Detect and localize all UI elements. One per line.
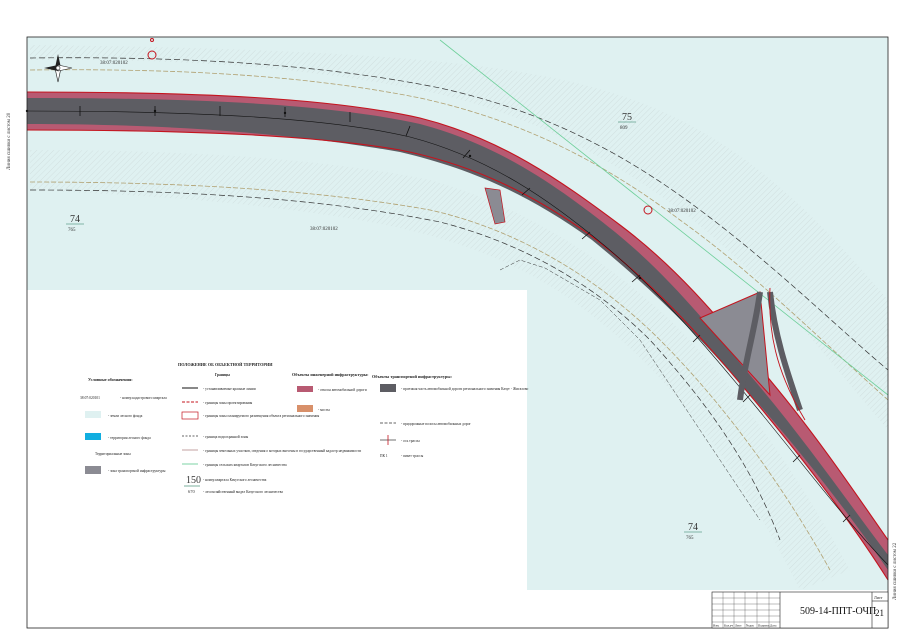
title-block: Изм. Кол.уч Лист №док Подпись Дата 509-1…: [711, 591, 889, 629]
junction-ramp-2: [767, 291, 803, 411]
legend-col3-title: Объекты инженерной инфраструктуры:: [292, 372, 369, 377]
legend-item: - территория лесного фонда: [108, 436, 151, 440]
legend-subhead: Территориальные зоны: [95, 452, 131, 456]
stamp-col-label: Лист: [735, 624, 742, 628]
legend-title: Условные обозначения:: [88, 377, 133, 382]
legend-zone-sample-sub: 670: [188, 489, 196, 494]
zone-boundary-dashed-south: [29, 189, 781, 541]
svg-text:74: 74: [70, 214, 80, 225]
zone-boundary-dashed-north: [29, 57, 889, 371]
junction-island: [699, 291, 771, 397]
zone-label: 75 809: [618, 112, 636, 131]
side-note-right: Линия сшивки с листом 22: [893, 542, 898, 600]
junction-red-edge: [769, 287, 806, 421]
legend-swatch-transport: [85, 466, 101, 474]
legend-item: - зона транспортной инфраструктуры: [108, 469, 166, 473]
stamp-col-label: Дата: [770, 624, 777, 628]
legend-col4-item: - проезжая часть автомобильной дороги ре…: [401, 387, 528, 391]
legend-panel: [27, 290, 527, 590]
legend-cadastral-sample: 38:07:020101: [80, 396, 100, 400]
legend-col4-item: - пикет трассы: [401, 454, 424, 458]
svg-text:765: 765: [686, 536, 694, 541]
red-line-south: [26, 129, 889, 581]
legend-col2-title: ПОЛОЖЕНИЕ ОБ ОБЪЕКТНОЙ ТЕРРИТОРИИ: [178, 362, 273, 367]
legend-col2-item: - устанавливаемые красные линии: [203, 387, 256, 391]
cadastral-parcel-edge: [499, 259, 761, 521]
legend-swatch-forest-fund: [85, 433, 101, 440]
svg-text:74: 74: [688, 522, 698, 533]
legend-col3-item: - мосты: [318, 408, 330, 412]
stamp-col-label: Изм.: [713, 624, 720, 628]
zone-label: 74 765: [66, 214, 84, 233]
road-axis: [26, 110, 889, 566]
legend-col4-item: - ось трассы: [401, 439, 420, 443]
cadastral-label: 38:07:020102: [310, 227, 338, 232]
svg-text:75: 75: [622, 112, 632, 123]
legend-axis-sample: [380, 435, 396, 445]
legend-col2-item: - границы зоны проектирования: [203, 401, 253, 405]
svg-text:809: 809: [620, 126, 628, 131]
red-line-north: [26, 91, 889, 541]
legend-col2-item: - границы зоны планируемого размещения о…: [203, 414, 319, 418]
side-road: [484, 187, 506, 225]
legend-col2-item: - границы земельных участков, сведения о…: [203, 449, 361, 454]
zone-label: 74 765: [684, 522, 702, 541]
stamp-col-label: №док: [746, 624, 754, 628]
legend-col2-item: - границы сельских кварталов Качугского …: [203, 463, 287, 467]
stamp-code: 509-14-ППТ-ОЧП: [800, 606, 876, 617]
forest-quarter-boundary: [439, 39, 889, 396]
cadastral-label: 38:07:020102: [100, 61, 128, 66]
legend-col4-title: Объекты транспортной инфраструктуры:: [372, 374, 453, 379]
legend-col4-item: - придорожные полосы автомобильных дорог: [401, 422, 471, 426]
legend-col2-item: - лесохозяйственный выдел Качугского лес…: [203, 490, 283, 494]
legend-picket-sample: ПК 1: [380, 454, 388, 458]
survey-markers: [147, 38, 653, 215]
cadastral-label: 38:07:020102: [668, 209, 696, 214]
svg-text:765: 765: [68, 228, 76, 233]
junction-ramp-1: [737, 291, 763, 401]
stamp-sheet-number: 21: [875, 608, 884, 618]
tan-contour-south: [29, 181, 831, 571]
stamp-sheet-label: Лист: [874, 595, 883, 600]
legend-zone-sample-num: 150: [186, 475, 201, 486]
stamp-col-label: Кол.уч: [724, 624, 733, 628]
legend-swatch-forest: [85, 411, 101, 418]
legend-slope-sample: [297, 386, 313, 392]
legend-road-sample: [380, 384, 396, 392]
stamp-col-label: Подпись: [758, 624, 770, 628]
legend-bridge-sample: [297, 405, 313, 412]
legend-col2-sub: Границы: [215, 373, 230, 377]
legend-item: - земли лесного фонда: [108, 414, 143, 418]
legend-placement-zone-sample: [181, 411, 199, 420]
north-arrow-icon: [44, 54, 73, 83]
side-note-left: Линия сшивки с листом 20: [7, 112, 12, 170]
sheet-frame: [26, 36, 889, 629]
legend-col3-item: - откосы автомобильной дороги: [318, 388, 367, 392]
legend-col2-item: - номер квартала Качугского лесничества: [203, 478, 267, 482]
legend-col2-item: - граница водоохранной зоны: [203, 435, 249, 439]
slope-hatching-south: [30, 150, 850, 590]
slope-hatching-north: [30, 45, 888, 430]
road-axis-dots: [25, 109, 642, 280]
legend-item: - номер кадастрового квартала: [120, 396, 167, 400]
